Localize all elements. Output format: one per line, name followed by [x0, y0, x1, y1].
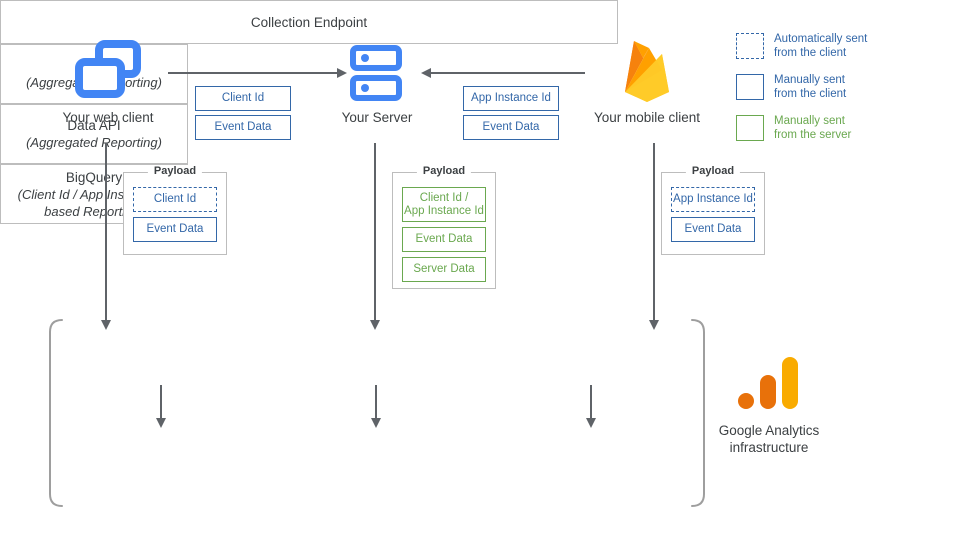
- legend-swatch-solid-green-icon: [736, 115, 764, 141]
- web-to-server-chips: Client Id Event Data: [195, 86, 291, 140]
- infrastructure-bracket: [44, 318, 710, 508]
- payload-mobile-client: Payload App Instance Id Event Data: [661, 165, 765, 255]
- web-client-icon: [75, 38, 141, 100]
- chip-client-id: Client Id: [195, 86, 291, 111]
- arrow-server-down: [374, 143, 376, 321]
- arrow-web-client-down: [105, 143, 107, 321]
- arrow-mobile-to-server: [430, 72, 585, 74]
- legend-label-line2: from the client: [774, 88, 847, 100]
- arrow-endpoint-to-ga-ui: [160, 385, 162, 419]
- mobile-to-server-chips: App Instance Id Event Data: [463, 86, 559, 140]
- payload-item-event-data: Event Data: [402, 227, 486, 252]
- payload-item-event-data: Event Data: [133, 217, 217, 242]
- payload-title: Payload: [416, 165, 472, 177]
- payload-item-client-or-app-instance-id: Client Id / App Instance Id: [402, 187, 486, 222]
- chip-app-instance-id: App Instance Id: [463, 86, 559, 111]
- payload-item-client-id: Client Id: [133, 187, 217, 212]
- server-label: Your Server: [341, 110, 413, 125]
- arrow-endpoint-to-bigquery: [590, 385, 592, 419]
- server-icon: [350, 45, 404, 103]
- legend-label-line1: Manually sent: [774, 115, 845, 127]
- collection-endpoint-label: Collection Endpoint: [250, 14, 368, 30]
- firebase-icon: [618, 36, 676, 104]
- collection-endpoint-box: Collection Endpoint: [0, 0, 618, 44]
- mobile-client-label: Your mobile client: [593, 110, 701, 125]
- legend-label-line1: Automatically sent: [774, 33, 868, 45]
- output-title: BigQuery: [65, 169, 123, 185]
- chip-event-data: Event Data: [195, 115, 291, 140]
- legend-label-line2: from the server: [774, 129, 852, 141]
- payload-title: Payload: [147, 165, 203, 177]
- legend-label-line2: from the client: [774, 47, 847, 59]
- web-client-label: Your web client: [62, 110, 154, 125]
- ga-infrastructure-caption-line2: infrastructure: [729, 440, 809, 455]
- arrow-web-to-server: [168, 72, 338, 74]
- payload-server: Payload Client Id / App Instance Id Even…: [392, 165, 496, 289]
- output-title: Data API: [67, 118, 121, 133]
- payload-title: Payload: [685, 165, 741, 177]
- payload-item-app-instance-id: App Instance Id: [671, 187, 755, 212]
- payload-item-event-data: Event Data: [671, 217, 755, 242]
- legend-swatch-dashed-blue-icon: [736, 33, 764, 59]
- legend-swatch-solid-blue-icon: [736, 74, 764, 100]
- google-analytics-logo-icon: [738, 357, 800, 413]
- payload-item-server-data: Server Data: [402, 257, 486, 282]
- chip-event-data: Event Data: [463, 115, 559, 140]
- payload-web-client: Payload Client Id Event Data: [123, 165, 227, 255]
- arrow-endpoint-to-data-api: [375, 385, 377, 419]
- arrow-mobile-client-down: [653, 143, 655, 321]
- output-subtitle: (Aggregated Reporting): [26, 135, 162, 150]
- legend-label-line1: Manually sent: [774, 74, 845, 86]
- ga-infrastructure-caption-line1: Google Analytics: [718, 423, 820, 438]
- output-box-data-api: Data API (Aggregated Reporting): [0, 104, 188, 164]
